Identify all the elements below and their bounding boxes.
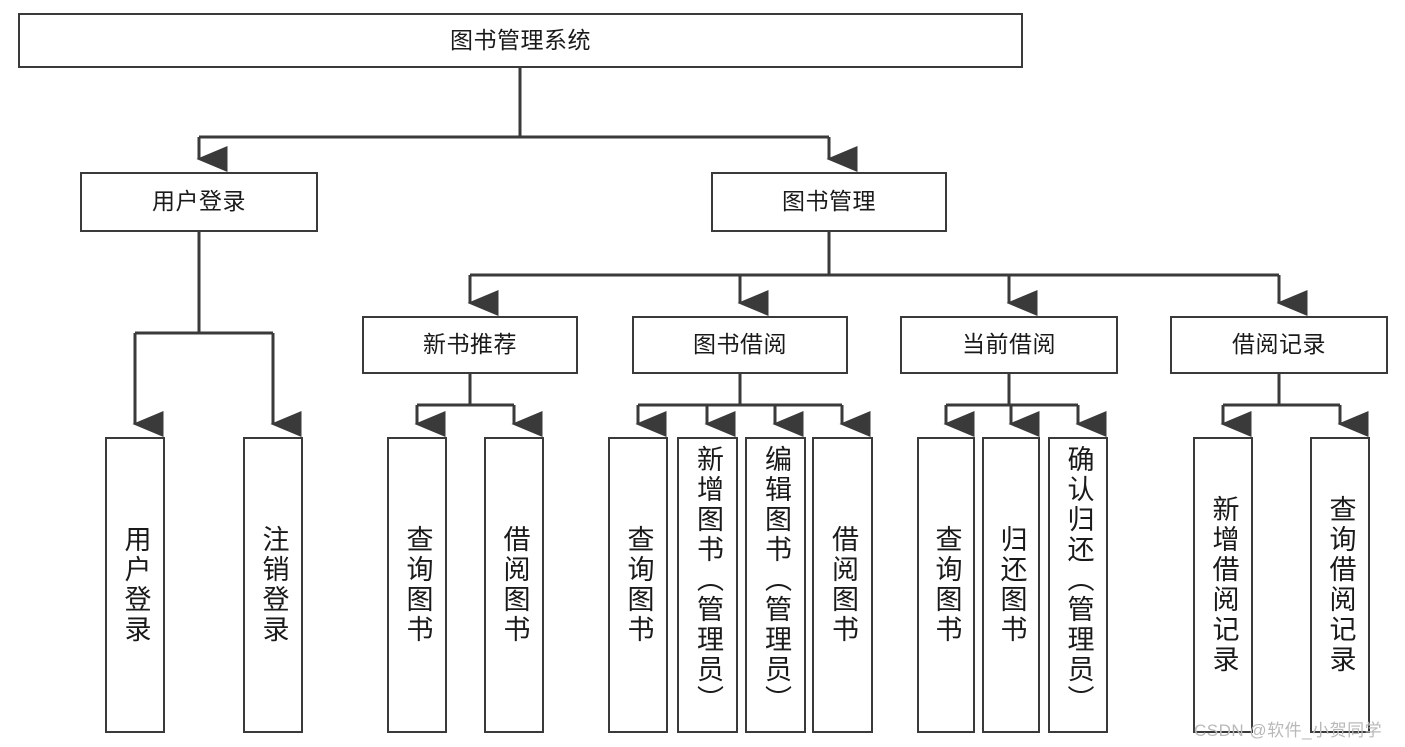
leaf-query-book-1[interactable]: 查询图书 xyxy=(387,437,447,733)
node-current-borrow-label: 当前借阅 xyxy=(962,331,1056,358)
node-book-borrow[interactable]: 图书借阅 xyxy=(632,316,848,374)
leaf-add-record-label: 新增借阅记录 xyxy=(1208,495,1239,675)
leaf-add-book[interactable]: 新增图书（管理员） xyxy=(677,437,738,733)
leaf-edit-book[interactable]: 编辑图书（管理员） xyxy=(745,437,806,733)
leaf-user-login[interactable]: 用户登录 xyxy=(105,437,165,733)
leaf-query-book-2[interactable]: 查询图书 xyxy=(608,437,668,733)
leaf-confirm-return-label: 确认归还（管理员） xyxy=(1063,445,1094,715)
node-borrow-records[interactable]: 借阅记录 xyxy=(1170,316,1388,374)
leaf-borrow-book-1-label: 借阅图书 xyxy=(499,525,530,645)
node-user-login-label: 用户登录 xyxy=(152,188,246,215)
node-user-login[interactable]: 用户登录 xyxy=(80,172,318,232)
leaf-return-book[interactable]: 归还图书 xyxy=(982,437,1040,733)
leaf-logout-label: 注销登录 xyxy=(258,525,289,645)
leaf-query-record[interactable]: 查询借阅记录 xyxy=(1310,437,1370,733)
csdn-watermark: CSDN @软件_小贺同学 xyxy=(1194,721,1383,740)
leaf-query-book-3-label: 查询图书 xyxy=(931,525,962,645)
node-book-borrow-label: 图书借阅 xyxy=(693,331,787,358)
leaf-confirm-return[interactable]: 确认归还（管理员） xyxy=(1048,437,1108,733)
leaf-add-record[interactable]: 新增借阅记录 xyxy=(1193,437,1253,733)
leaf-borrow-book-1[interactable]: 借阅图书 xyxy=(484,437,544,733)
node-new-book-recommend-label: 新书推荐 xyxy=(423,331,517,358)
leaf-edit-book-label: 编辑图书（管理员） xyxy=(761,445,791,715)
leaf-borrow-book-2[interactable]: 借阅图书 xyxy=(812,437,873,733)
node-root[interactable]: 图书管理系统 xyxy=(18,13,1023,68)
leaf-query-book-2-label: 查询图书 xyxy=(623,525,654,645)
node-book-management[interactable]: 图书管理 xyxy=(711,172,947,232)
node-root-label: 图书管理系统 xyxy=(450,26,591,53)
node-new-book-recommend[interactable]: 新书推荐 xyxy=(362,316,578,374)
leaf-borrow-book-2-label: 借阅图书 xyxy=(828,525,858,645)
node-current-borrow[interactable]: 当前借阅 xyxy=(900,316,1118,374)
leaf-add-book-label: 新增图书（管理员） xyxy=(693,445,723,715)
leaf-query-book-3[interactable]: 查询图书 xyxy=(917,437,975,733)
leaf-return-book-label: 归还图书 xyxy=(996,525,1027,645)
node-book-management-label: 图书管理 xyxy=(782,188,876,215)
node-borrow-records-label: 借阅记录 xyxy=(1232,331,1326,358)
leaf-logout[interactable]: 注销登录 xyxy=(243,437,303,733)
leaf-query-book-1-label: 查询图书 xyxy=(402,525,433,645)
leaf-query-record-label: 查询借阅记录 xyxy=(1325,495,1356,675)
leaf-user-login-label: 用户登录 xyxy=(120,525,151,645)
